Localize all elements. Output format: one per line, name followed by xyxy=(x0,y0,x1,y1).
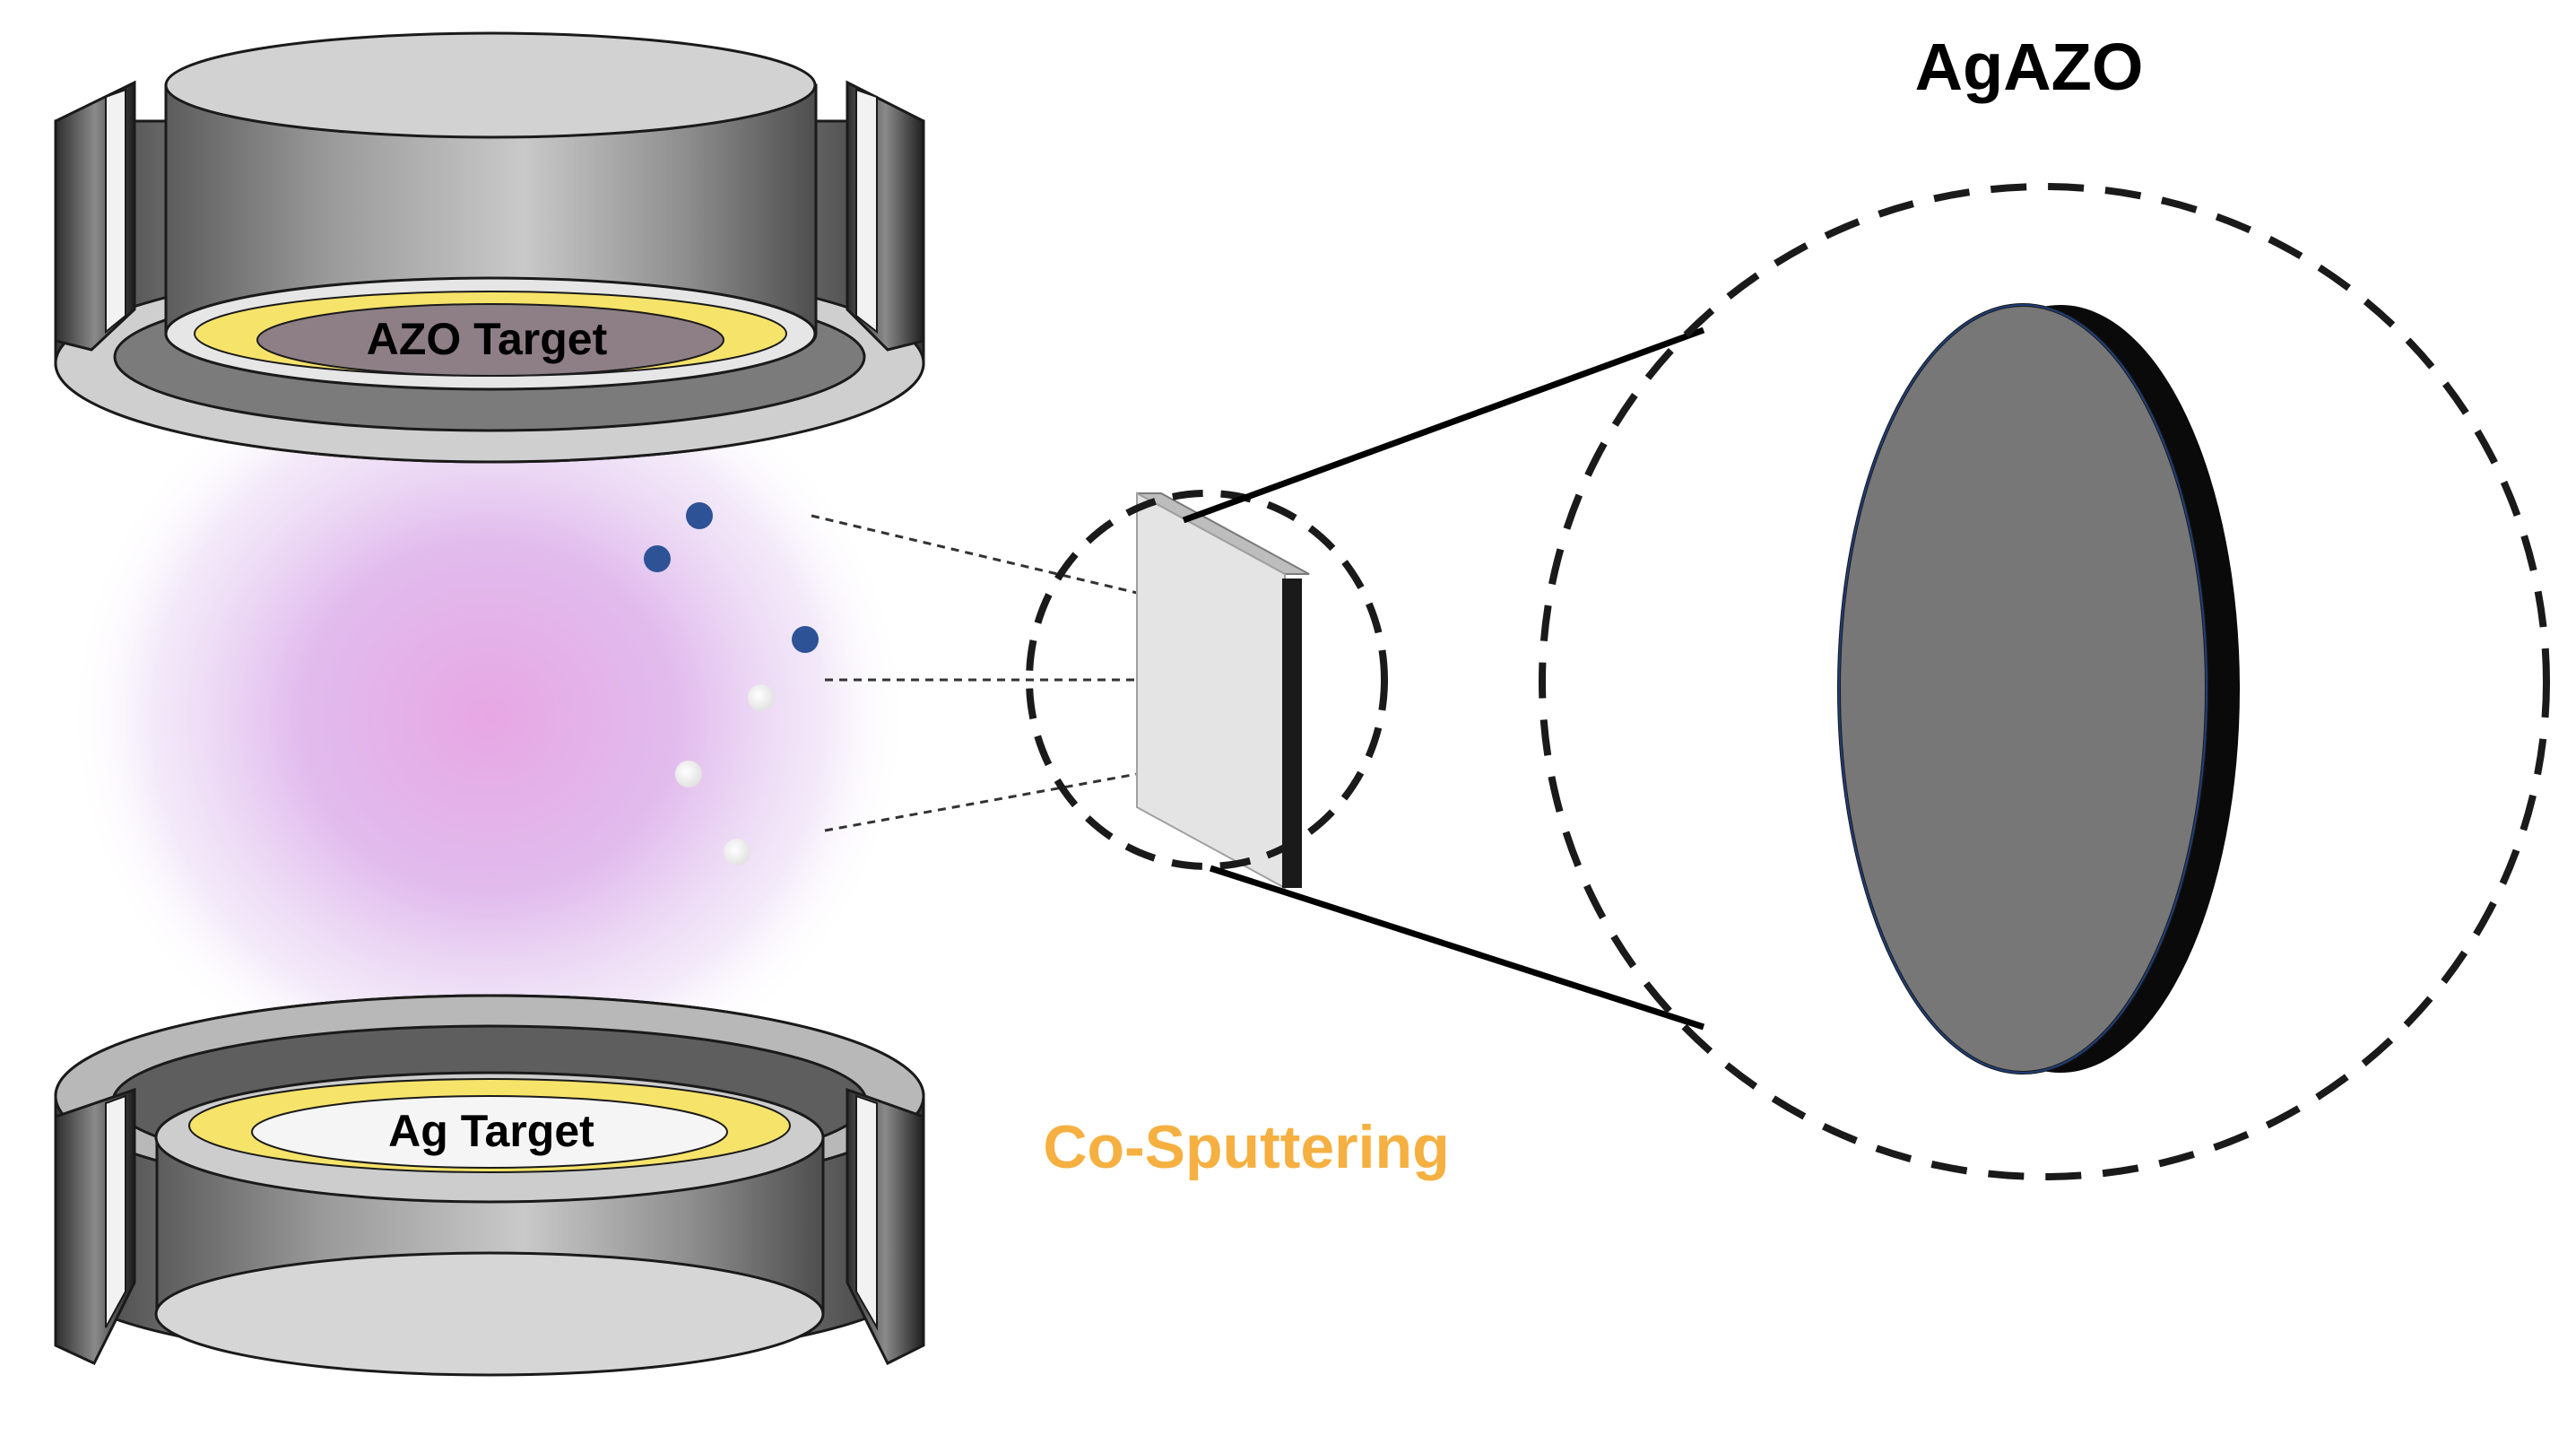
ag-target-disc xyxy=(251,1095,728,1169)
ag-particle xyxy=(724,839,750,866)
azo-target-label: AZO Target xyxy=(367,314,608,364)
ag-target-label: Ag Target xyxy=(388,1106,594,1156)
ag-particle xyxy=(675,761,702,787)
zoom-line-bottom xyxy=(1209,865,1705,1031)
film-face xyxy=(1837,303,2208,1075)
azo-particle xyxy=(644,545,671,572)
zoom-circle-small xyxy=(1026,490,1388,870)
substrate xyxy=(1136,492,1310,890)
film-disc xyxy=(1837,303,2240,1075)
ag-particle xyxy=(748,684,775,711)
azo-particle xyxy=(792,626,819,653)
azo-particle xyxy=(686,502,713,529)
zoom-line-top xyxy=(1182,326,1705,524)
azo-target-disc xyxy=(256,303,724,377)
sputter-gun-bottom xyxy=(54,994,925,1377)
substrate-film-edge xyxy=(1282,579,1302,888)
process-label: Co-Sputtering xyxy=(1043,1113,1449,1181)
film-label: AgAZO xyxy=(1915,30,2144,104)
sputter-gun-top xyxy=(54,31,925,464)
zoom-circle-large xyxy=(1539,183,2550,1180)
